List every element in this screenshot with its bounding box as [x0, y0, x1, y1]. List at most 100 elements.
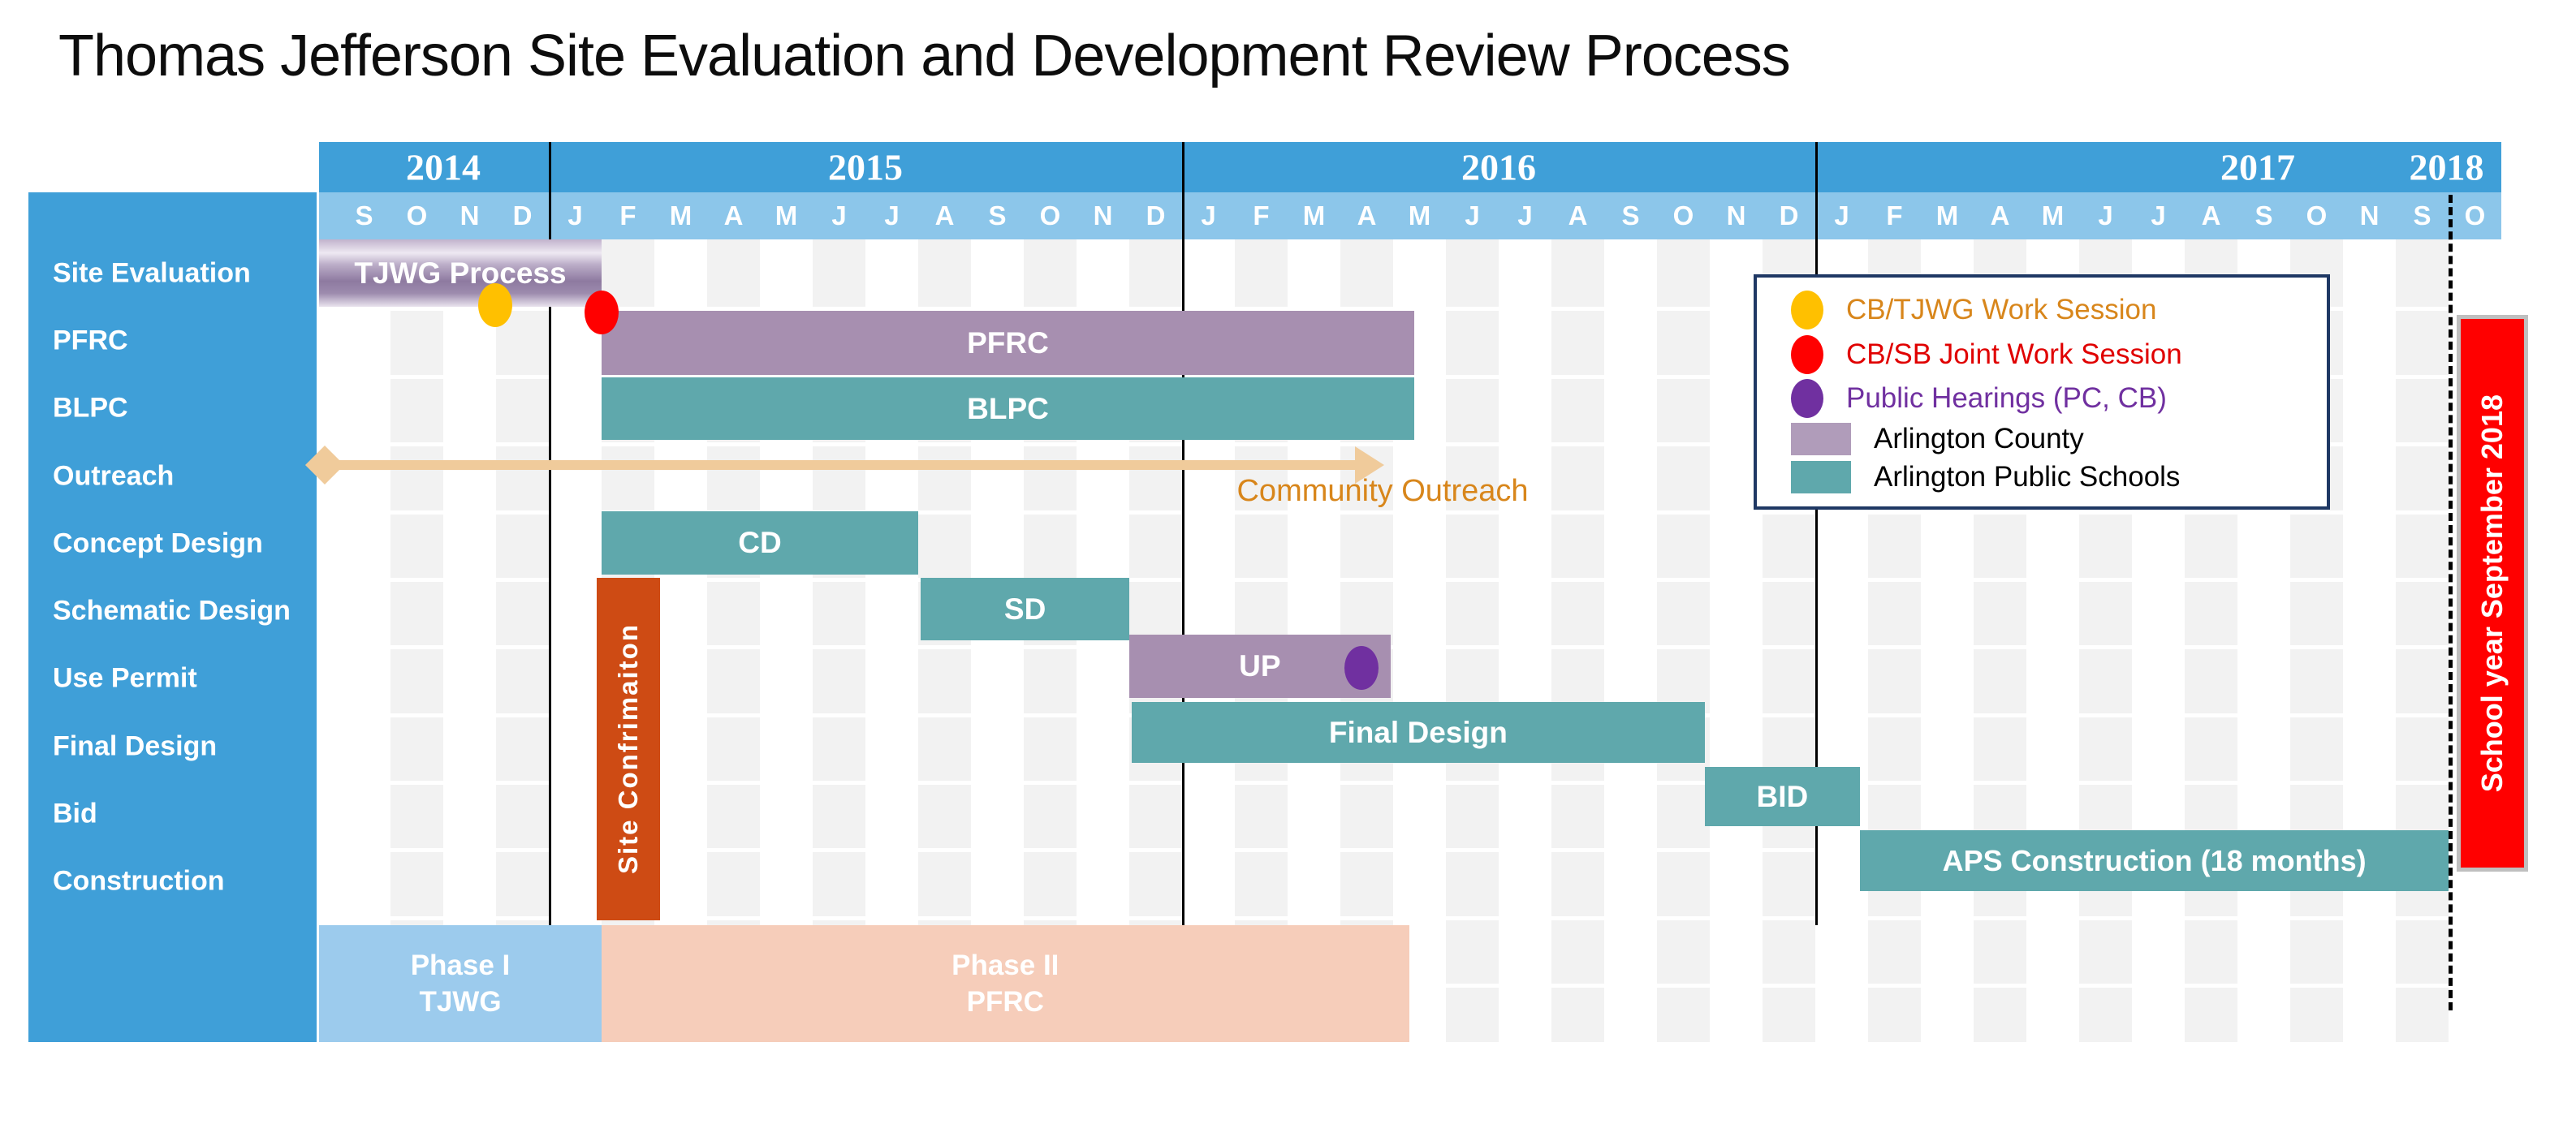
year-separator-line: [549, 142, 551, 925]
month-label-23: A: [1568, 200, 1588, 230]
month-label-12: S: [988, 200, 1007, 230]
public-hearings-label: Public Hearings (PC, CB): [1846, 381, 2167, 414]
task-bar-aps-construction: APS Construction (18 months): [1860, 830, 2449, 891]
grid-row-line: [338, 442, 2501, 446]
month-label-16: J: [1201, 200, 1216, 230]
month-label-25: O: [1672, 200, 1694, 230]
sidebar-row-label-use-permit: Use Permit: [53, 662, 197, 694]
sidebar-row-label-schematic-design: Schematic Design: [53, 595, 291, 627]
month-label-15: D: [1146, 200, 1166, 230]
legend-item-cb-sb-joint-work-session: CB/SB Joint Work Session: [1791, 334, 2327, 374]
month-label-1: O: [406, 200, 428, 230]
month-label-28: J: [1834, 200, 1849, 230]
task-bar-pfrc: PFRC: [602, 311, 1414, 375]
sidebar-row-label-site-evaluation: Site Evaluation: [53, 257, 251, 289]
month-label-21: J: [1465, 200, 1480, 230]
month-label-10: J: [884, 200, 900, 230]
school-year-bar: School year September 2018: [2457, 315, 2528, 872]
arlington-county-label: Arlington County: [1874, 423, 2084, 455]
year-label-2018: 2018: [2409, 146, 2484, 188]
month-label-7: A: [723, 200, 744, 230]
cb-sb-joint-work-session-marker: [1791, 334, 1823, 374]
month-label-3: D: [512, 200, 533, 230]
month-label-4: J: [567, 200, 583, 230]
community-outreach-label: Community Outreach: [1236, 474, 1529, 508]
arlington-public-schools-label: Arlington Public Schools: [1874, 460, 2181, 493]
month-label-36: S: [2255, 200, 2273, 230]
page-title: Thomas Jefferson Site Evaluation and Dev…: [58, 24, 1791, 88]
month-label-39: S: [2413, 200, 2431, 230]
legend-item-cb-tjwg-work-session: CB/TJWG Work Session: [1791, 291, 2327, 330]
sidebar-row-label-construction: Construction: [53, 865, 225, 897]
month-label-13: O: [1039, 200, 1061, 230]
arlington-county-marker: [1791, 423, 1851, 456]
month-label-6: M: [669, 200, 693, 230]
month-label-17: F: [1253, 200, 1270, 230]
month-label-26: N: [1726, 200, 1746, 230]
site-confirmation-bar: Site Confrimaiton: [596, 578, 660, 920]
month-label-31: A: [1990, 200, 2010, 230]
month-label-30: M: [1935, 200, 1959, 230]
sidebar-row-label-bid: Bid: [53, 798, 97, 829]
school-year-label: School year September 2018: [2475, 394, 2509, 793]
task-bar-final-design: Final Design: [1132, 702, 1705, 763]
month-label-38: N: [2359, 200, 2380, 230]
month-label-0: S: [355, 200, 373, 230]
legend-item-arlington-public-schools: Arlington Public Schools: [1791, 460, 2327, 493]
month-label-37: O: [2306, 200, 2328, 230]
month-label-2: N: [460, 200, 480, 230]
phase-1-label-line2: TJWG: [419, 986, 502, 1018]
grid-row-line: [338, 510, 2501, 515]
cb-tjwg-work-session-dot: [477, 283, 512, 327]
phase-1-label-line1: Phase I: [410, 949, 511, 981]
sidebar-row-label-pfrc: PFRC: [53, 325, 128, 356]
month-label-33: J: [2098, 200, 2113, 230]
month-label-5: F: [619, 200, 636, 230]
cb-sb-joint-work-session-dot: [585, 291, 619, 334]
month-label-14: N: [1093, 200, 1113, 230]
grid-row-line: [338, 984, 2501, 988]
school-year-dashed-line: [2449, 195, 2453, 1010]
grid-row-line: [338, 307, 2501, 311]
month-label-20: M: [1408, 200, 1431, 230]
public-hearings-marker: [1791, 378, 1823, 418]
task-bar-sd: SD: [921, 578, 1129, 640]
month-label-27: D: [1779, 200, 1799, 230]
month-label-40: O: [2464, 200, 2486, 230]
year-label-2017: 2017: [2220, 146, 2295, 188]
legend-item-public-hearings: Public Hearings (PC, CB): [1791, 378, 2327, 418]
task-bar-blpc: BLPC: [602, 377, 1414, 440]
grid-row-line: [338, 916, 2501, 920]
month-label-19: A: [1357, 200, 1377, 230]
site-confirmation-label: Site Confrimaiton: [612, 623, 643, 875]
month-label-8: M: [775, 200, 798, 230]
grid-row-line: [338, 375, 2501, 379]
grid-row-line: [338, 645, 2501, 649]
year-label-2016: 2016: [1461, 146, 1536, 188]
task-bar-cd: CD: [602, 511, 918, 575]
cb-tjwg-work-session-label: CB/TJWG Work Session: [1846, 294, 2157, 326]
cb-sb-joint-work-session-label: CB/SB Joint Work Session: [1846, 338, 2182, 370]
month-label-22: J: [1517, 200, 1533, 230]
month-label-29: F: [1886, 200, 1903, 230]
month-label-35: A: [2201, 200, 2221, 230]
month-label-24: S: [1621, 200, 1640, 230]
phase-2-label-line2: PFRC: [966, 986, 1044, 1018]
legend-item-arlington-county: Arlington County: [1791, 423, 2327, 456]
phase-1-bar: Phase I TJWG: [319, 925, 602, 1042]
sidebar-row-label-final-design: Final Design: [53, 730, 218, 762]
month-label-18: M: [1302, 200, 1326, 230]
year-separator-line: [1182, 142, 1184, 925]
sidebar-row-label-blpc: BLPC: [53, 392, 128, 424]
outreach-arrow-line: [325, 460, 1358, 470]
year-label-2014: 2014: [406, 146, 481, 188]
cb-tjwg-work-session-marker: [1791, 291, 1823, 330]
year-separator-line: [1815, 142, 1818, 925]
outreach-arrow-head: [1355, 446, 1384, 484]
grid-row-line: [338, 848, 2501, 852]
public-hearing-dot: [1344, 646, 1379, 690]
